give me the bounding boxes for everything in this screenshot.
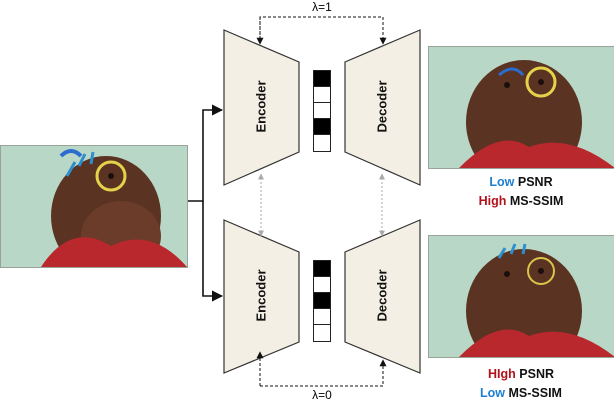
top-psnr-line: Low PSNR [428,173,614,192]
top-latent-bits [313,70,331,152]
top-lambda-line [259,16,387,45]
latent-bit [314,293,330,309]
output-image-top [428,46,614,169]
latent-bit [314,87,330,103]
top-msssim-metric: MS-SSIM [509,194,564,208]
top-decoder-label: Decoder [374,80,390,133]
latent-bit [314,261,330,277]
bottom-msssim-metric: MS-SSIM [508,386,562,400]
bottom-decoder-label: Decoder [374,269,390,322]
top-msssim-level: High [478,194,507,208]
input-image [0,145,188,268]
output-image-bottom [428,235,614,358]
bottom-encoder-label: Encoder [253,269,269,322]
latent-bit [314,71,330,87]
latent-bit [314,135,330,151]
bottom-msssim-line: Low MS-SSIM [428,384,614,403]
top-lambda-label: λ=1 [312,0,332,14]
bottom-msssim-level: Low [480,386,506,400]
bottom-decoder-shape [344,219,421,374]
top-encoder-label: Encoder [253,80,269,133]
latent-bit [314,119,330,135]
branch-line [186,104,224,202]
top-psnr-metric: PSNR [517,175,553,189]
latent-bit [314,325,330,341]
bottom-psnr-line: HIgh PSNR [428,365,614,384]
top-encoder-shape [223,29,300,186]
bottom-caption: HIgh PSNR Low MS-SSIM [428,365,614,403]
bottom-psnr-level: HIgh [488,367,516,381]
bottom-latent-bits [313,260,331,342]
top-caption: Low PSNR High MS-SSIM [428,173,614,211]
branch-line-bottom [202,201,224,302]
top-msssim-line: High MS-SSIM [428,192,614,211]
bottom-lambda-label: λ=0 [312,388,332,402]
bottom-encoder-shape [223,219,300,374]
top-psnr-level: Low [489,175,515,189]
top-decoder-shape [344,29,421,186]
bottom-psnr-metric: PSNR [519,367,554,381]
latent-bit [314,277,330,293]
bottom-lambda-line [260,359,387,387]
latent-bit [314,103,330,119]
latent-bit [314,309,330,325]
